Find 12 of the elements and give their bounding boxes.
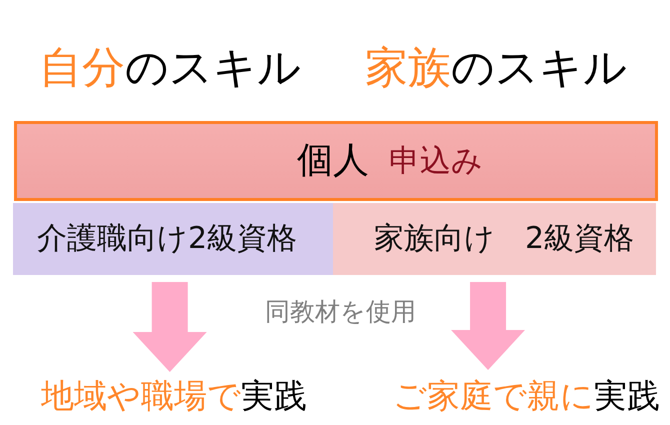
column-heading: 家族のスキル (365, 47, 627, 90)
banner-title: 個人 (297, 143, 369, 179)
application-banner (14, 121, 658, 201)
outcome-text: 地域や職場で実践 (41, 379, 307, 412)
qualification-box: 家族向け 2級資格 (333, 203, 656, 275)
arrow (132, 282, 207, 372)
note-text: 同教材を使用 (265, 299, 416, 324)
arrow (451, 282, 526, 370)
column-heading: 自分のスキル (39, 47, 301, 90)
outcome-text: ご家庭で親に実践 (393, 379, 660, 412)
banner-note: 申込み (389, 146, 483, 176)
qualification-box: 介護職向け2級資格 (13, 203, 333, 275)
